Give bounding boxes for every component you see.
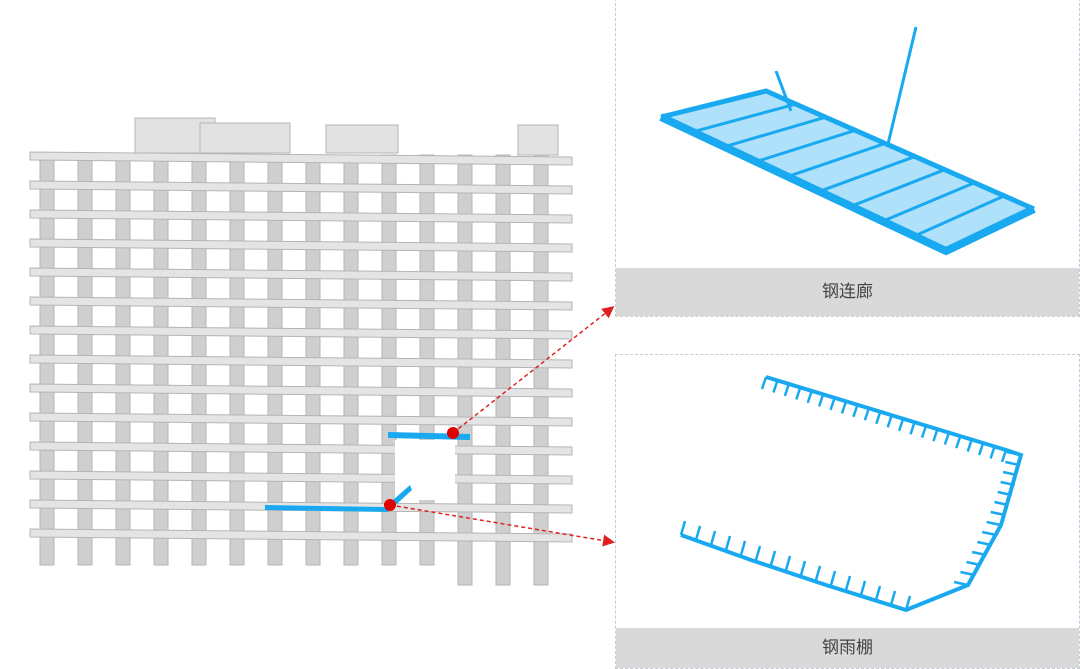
canopy-marker (384, 499, 396, 511)
corridor-marker (447, 427, 459, 439)
arrow-to-canopy (389, 504, 615, 547)
steel-canopy-model (679, 375, 1024, 613)
steel-canopy-panel: 钢雨棚 (615, 354, 1080, 669)
steel-corridor-panel: 钢连廊 (615, 0, 1080, 317)
arrow-to-corridor (452, 306, 615, 434)
steel-canopy-in-building (265, 485, 412, 512)
caption-steel-corridor: 钢连廊 (616, 268, 1079, 316)
building-model (29, 117, 573, 586)
steel-corridor-model (659, 26, 1036, 256)
caption-steel-canopy: 钢雨棚 (616, 628, 1079, 668)
